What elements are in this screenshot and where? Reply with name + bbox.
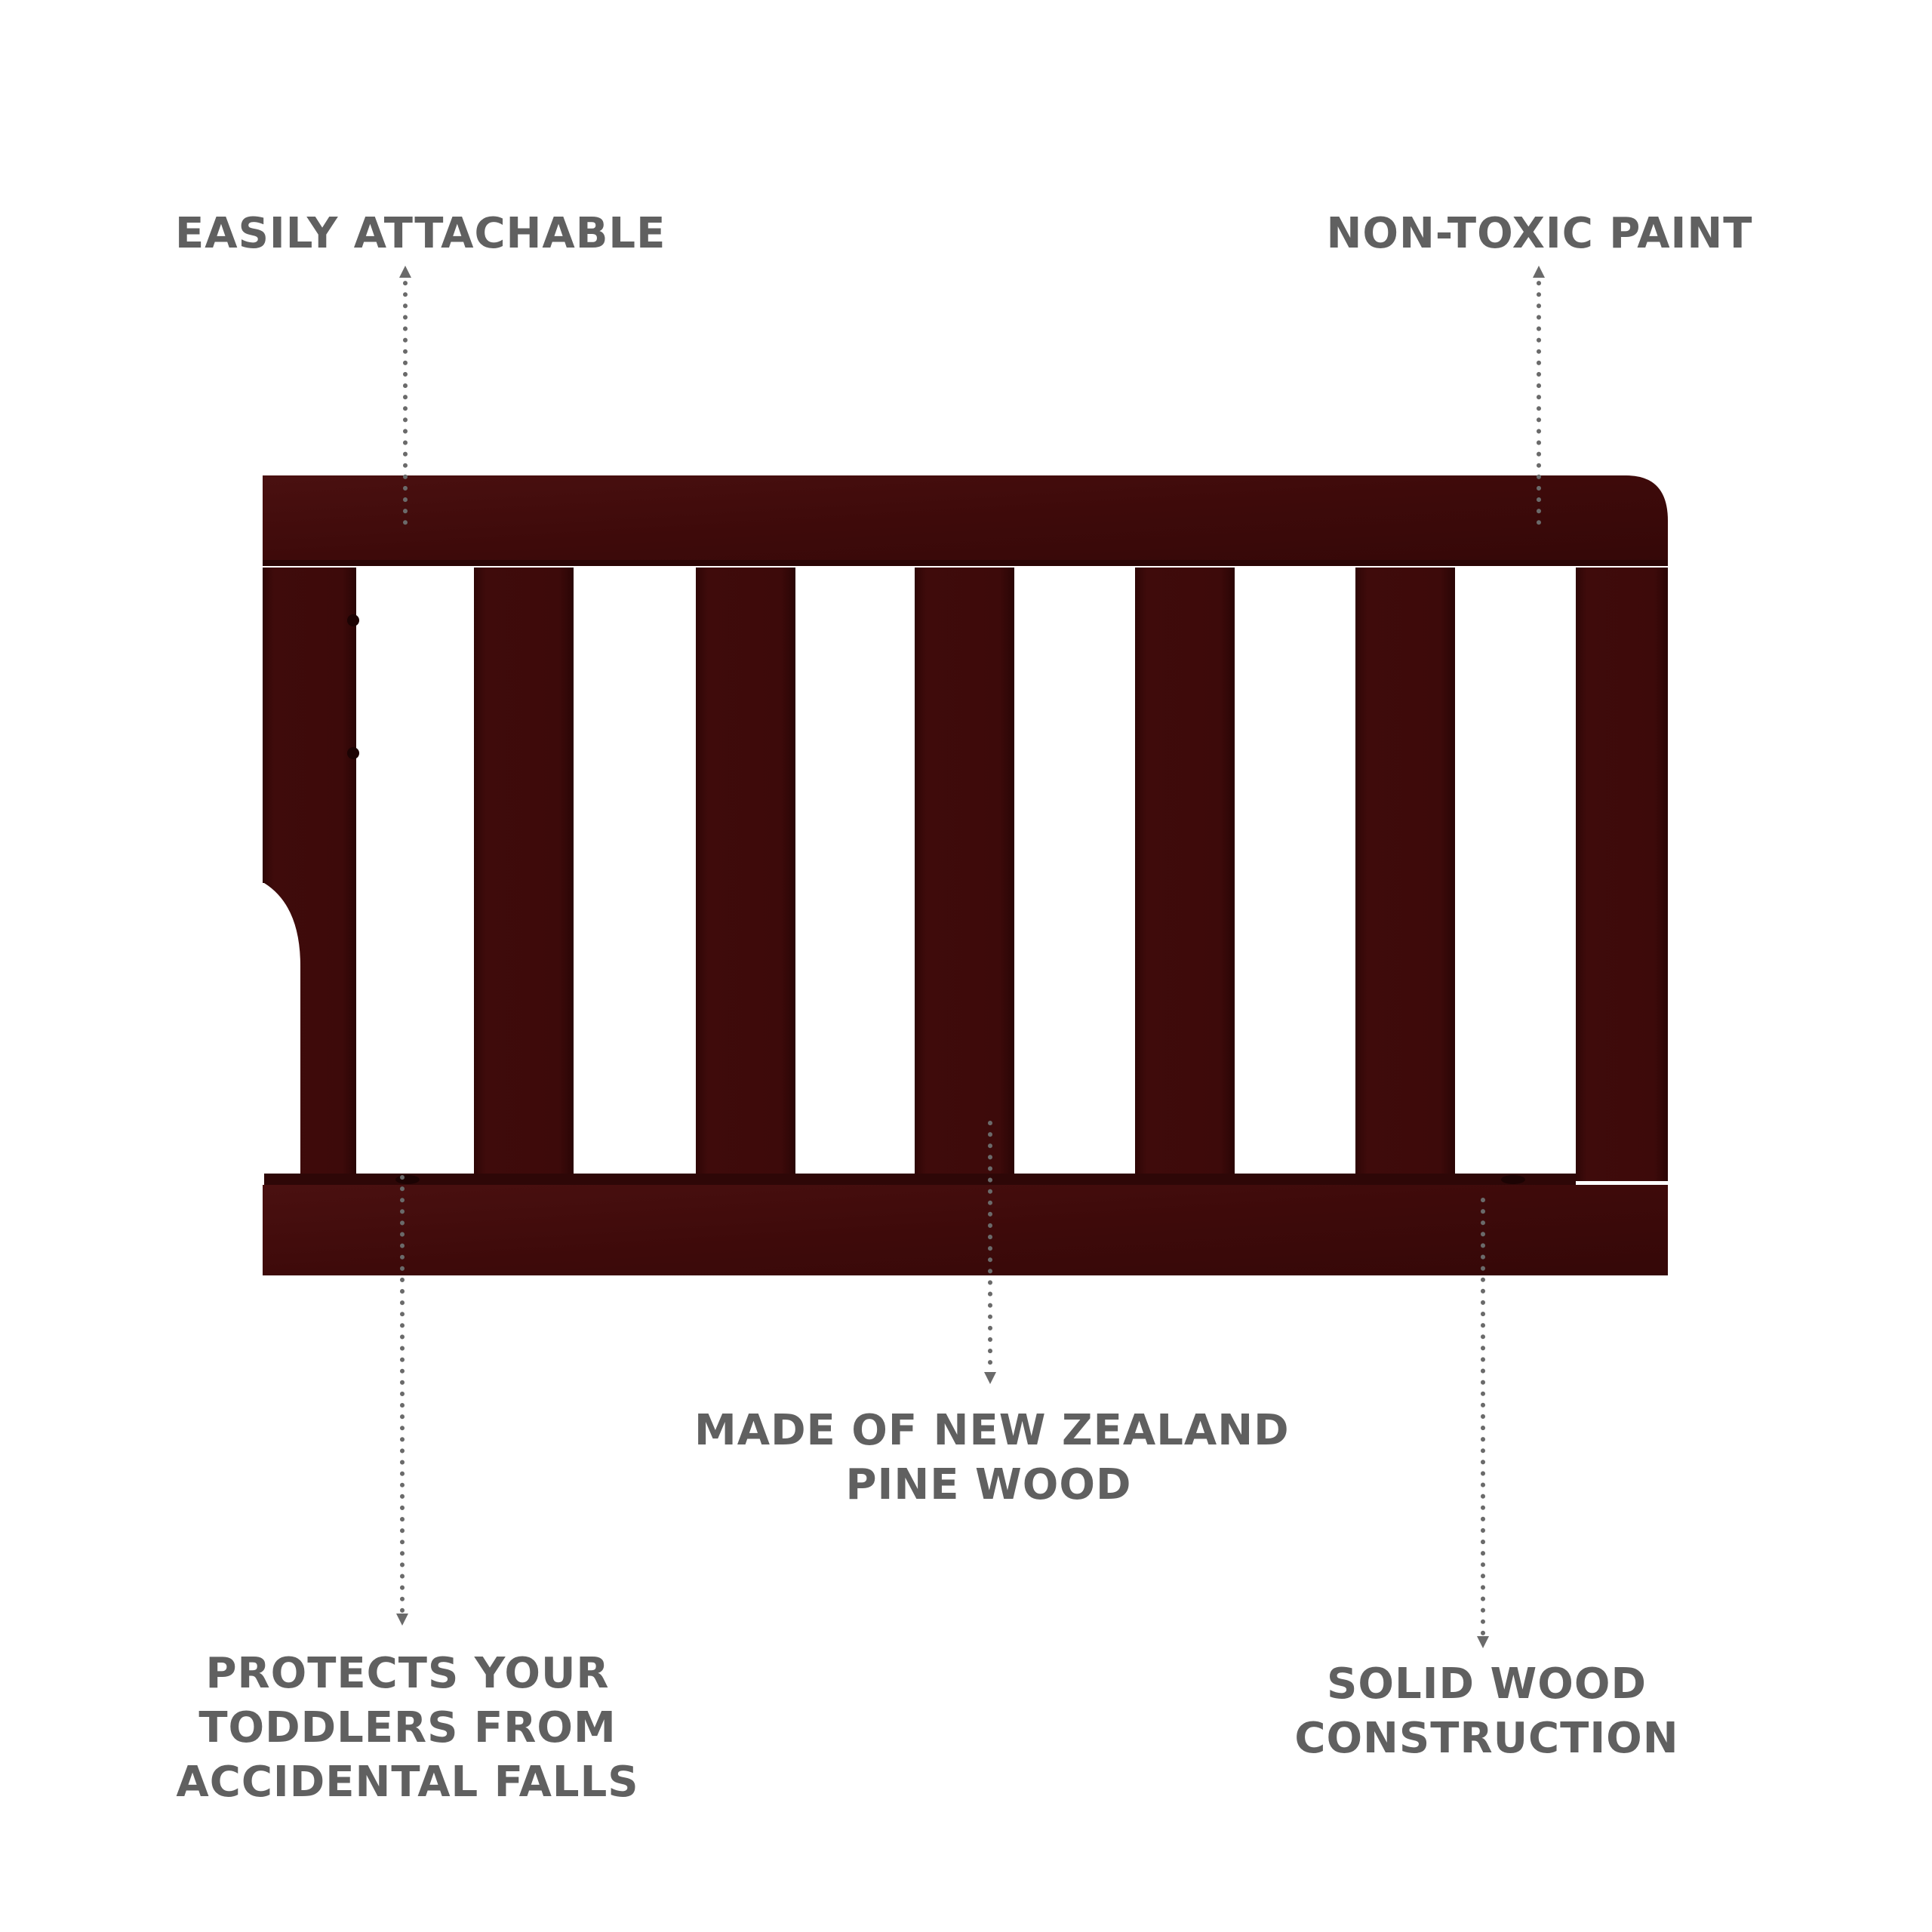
callout-line: PROTECTS YOUR — [205, 1649, 610, 1698]
leader-lines — [400, 269, 1541, 1640]
slat-4 — [1135, 568, 1235, 1181]
right-post — [1576, 568, 1668, 1181]
callout-line: TODDLERS FROM — [198, 1703, 617, 1752]
leader-arrows — [396, 266, 1545, 1648]
callout-line: NON-TOXIC PAINT — [1326, 209, 1753, 258]
callout-line: MADE OF NEW ZEALAND — [694, 1406, 1290, 1455]
callout-non-toxic-paint: NON-TOXIC PAINT — [1313, 207, 1766, 261]
slat-3 — [915, 568, 1014, 1181]
callout-solid-wood: SOLID WOOD CONSTRUCTION — [1260, 1657, 1713, 1766]
top-rail-edge — [263, 560, 1668, 566]
callout-new-zealand-pine: MADE OF NEW ZEALAND PINE WOOD — [694, 1404, 1290, 1512]
callout-line: EASILY ATTACHABLE — [175, 209, 666, 258]
arrow-up-icon — [399, 266, 411, 278]
post-hole-bottom — [347, 747, 359, 759]
bottom-rail — [263, 1185, 1668, 1275]
rail-hole-left — [395, 1175, 420, 1184]
slat-5 — [1355, 568, 1455, 1181]
slat-1 — [474, 568, 574, 1181]
callout-easily-attachable: EASILY ATTACHABLE — [175, 207, 666, 261]
arrow-up-icon — [1533, 266, 1545, 278]
rail-hole-right — [1501, 1175, 1525, 1184]
slat-2 — [696, 568, 795, 1181]
arrow-down-icon — [396, 1614, 408, 1626]
left-post — [263, 568, 356, 1181]
callout-protects-toddlers: PROTECTS YOUR TODDLERS FROM ACCIDENTAL F… — [166, 1647, 649, 1810]
callout-line: CONSTRUCTION — [1294, 1714, 1679, 1763]
callout-line: PINE WOOD — [845, 1460, 1132, 1509]
callout-line: SOLID WOOD — [1327, 1660, 1647, 1709]
arrow-down-icon — [1477, 1636, 1489, 1648]
arrow-down-icon — [984, 1372, 996, 1384]
post-hole-top — [347, 614, 359, 626]
callout-line: ACCIDENTAL FALLS — [176, 1758, 639, 1807]
top-rail — [263, 475, 1668, 560]
